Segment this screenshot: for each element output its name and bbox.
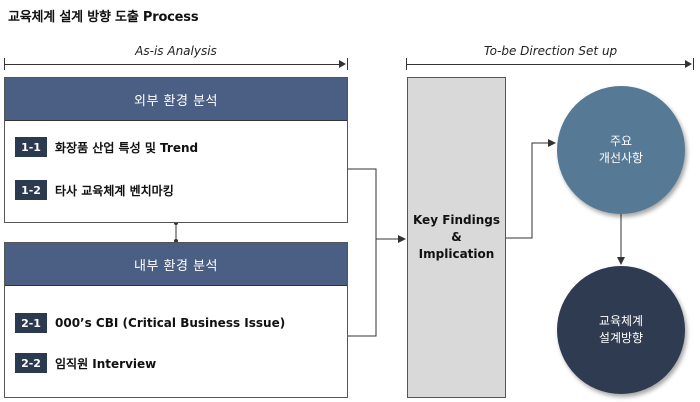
circle1-line-1: 주요 (609, 134, 633, 148)
external-item-2: 1-2 타사 교육체계 벤치마킹 (15, 180, 174, 200)
to-be-end-tick (693, 58, 694, 70)
external-analysis-header: 외부 환경 분석 (5, 78, 347, 121)
key-improvements-circle: 주요 개선사항 (557, 86, 685, 214)
key-findings-box: Key Findings & Implication (407, 77, 506, 398)
curriculum-direction-circle: 교육체계 설계방향 (557, 266, 685, 394)
item-label: 화장품 산업 특성 및 Trend (55, 140, 199, 155)
item-number-badge: 2-1 (15, 313, 47, 333)
to-be-label: To-be Direction Set up (483, 44, 618, 58)
item-number-badge: 1-2 (15, 180, 47, 200)
findings-to-circle1-arrow (506, 139, 556, 239)
as-is-arrow (4, 60, 346, 68)
findings-line-1: Key Findings & (412, 213, 501, 244)
to-be-arrow (406, 60, 692, 68)
as-is-label: As-is Analysis (135, 44, 217, 58)
item-label: 임직원 Interview (55, 356, 157, 371)
external-item-1: 1-1 화장품 산업 특성 및 Trend (15, 137, 198, 157)
internal-analysis-panel: 내부 환경 분석 2-1 000’s CBI (Critical Busines… (4, 242, 348, 398)
findings-line-2: Implication (418, 247, 495, 261)
item-number-badge: 2-2 (15, 353, 47, 373)
internal-item-1: 2-1 000’s CBI (Critical Business Issue) (15, 313, 285, 333)
internal-analysis-header: 내부 환경 분석 (5, 243, 347, 286)
external-analysis-panel: 외부 환경 분석 1-1 화장품 산업 특성 및 Trend 1-2 타사 교육… (4, 77, 348, 223)
circle2-line-1: 교육체계 (598, 314, 644, 328)
item-label: 000’s CBI (Critical Business Issue) (55, 316, 286, 330)
external-to-findings (348, 168, 377, 239)
page-title: 교육체계 설계 방향 도출 Process (8, 10, 199, 25)
circle1-line-2: 개선사항 (598, 151, 644, 165)
circle2-line-2: 설계방향 (598, 331, 644, 345)
internal-item-2: 2-2 임직원 Interview (15, 353, 156, 373)
item-label: 타사 교육체계 벤치마킹 (55, 183, 174, 198)
internal-to-findings (348, 239, 377, 337)
item-number-badge: 1-1 (15, 137, 47, 157)
as-is-end-tick (347, 58, 348, 70)
